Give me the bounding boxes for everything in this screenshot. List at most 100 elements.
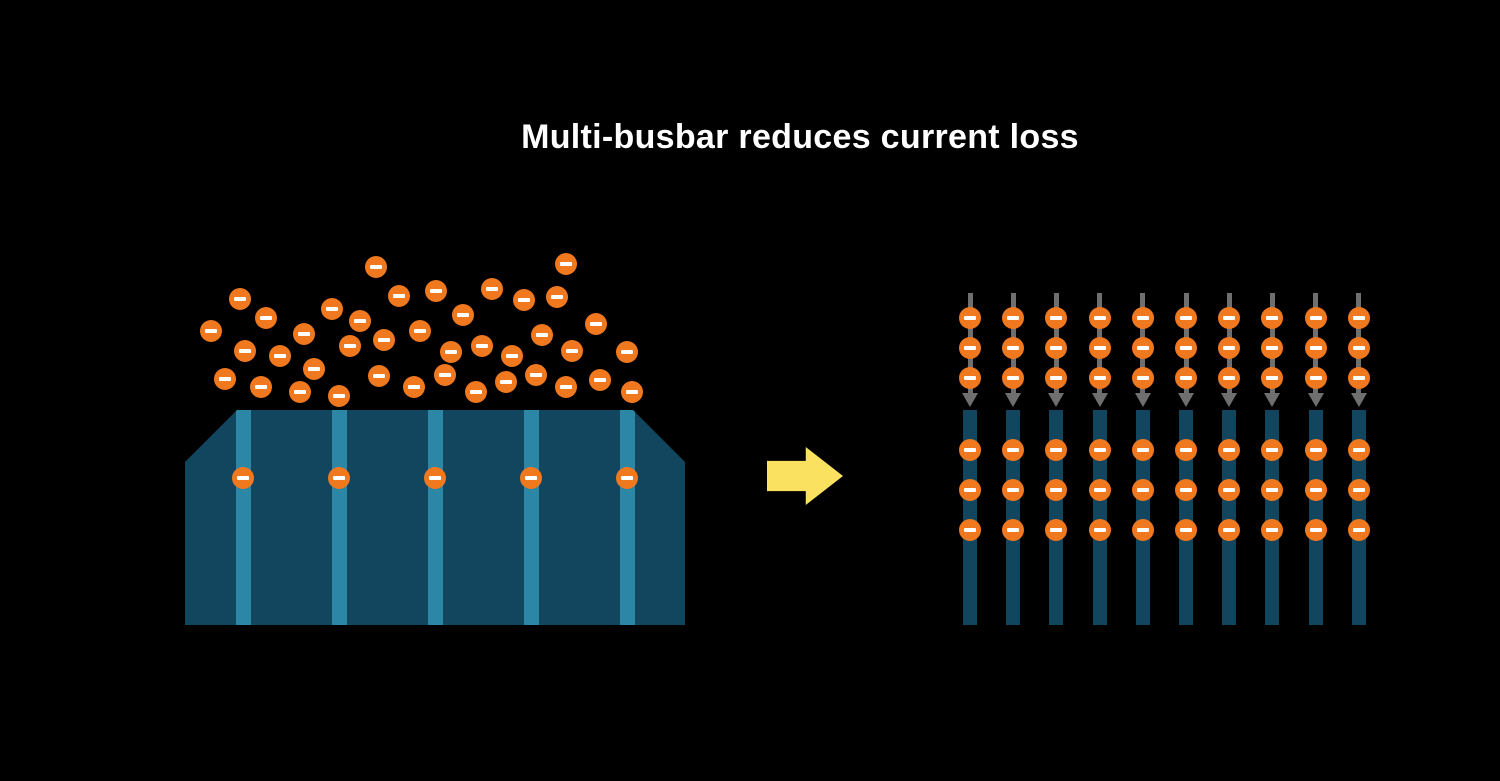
electron-icon xyxy=(368,365,390,387)
electron-icon xyxy=(303,358,325,380)
electron-icon xyxy=(1131,367,1154,389)
electron-icon xyxy=(561,340,583,362)
electron-icon xyxy=(1088,337,1111,359)
electron-icon xyxy=(403,376,425,398)
electron-icon xyxy=(1131,307,1154,329)
electron-icon xyxy=(1045,307,1068,329)
electron-icon xyxy=(1131,337,1154,359)
electron-icon xyxy=(321,298,343,320)
electron-icon xyxy=(495,371,517,393)
electron-icon xyxy=(229,288,251,310)
electron-icon xyxy=(1088,307,1111,329)
electron-icon xyxy=(1002,367,1025,389)
flow-arrow-head xyxy=(1091,393,1108,407)
electron-icon xyxy=(365,256,387,278)
electron-icon xyxy=(525,364,547,386)
electron-icon xyxy=(959,479,981,501)
electron-icon xyxy=(1045,337,1068,359)
busbar-stripe xyxy=(331,410,347,625)
electron-icon xyxy=(434,364,456,386)
electron-icon xyxy=(1304,367,1327,389)
electron-icon xyxy=(471,335,493,357)
electron-icon xyxy=(1304,519,1327,541)
electron-icon xyxy=(1347,337,1370,359)
electron-icon xyxy=(328,467,350,489)
electron-icon xyxy=(1131,479,1154,501)
electron-icon xyxy=(409,320,431,342)
electron-icon xyxy=(232,467,254,489)
multi-busbar xyxy=(1222,410,1237,625)
electron-icon xyxy=(1218,367,1241,389)
electron-icon xyxy=(1175,519,1197,541)
multi-busbar xyxy=(1049,410,1064,625)
electron-icon xyxy=(959,519,981,541)
electron-icon xyxy=(1304,307,1327,329)
electron-icon xyxy=(1347,367,1370,389)
flow-arrow-head xyxy=(1134,393,1151,407)
electron-icon xyxy=(555,376,577,398)
electron-icon xyxy=(1002,307,1025,329)
electron-icon xyxy=(1088,439,1111,461)
electron-icon xyxy=(959,367,981,389)
electron-icon xyxy=(1175,367,1197,389)
electron-icon xyxy=(621,381,643,403)
transition-arrow-icon xyxy=(767,447,843,505)
electron-icon xyxy=(481,278,503,300)
electron-icon xyxy=(1218,337,1241,359)
multi-busbar xyxy=(1265,410,1280,625)
electron-icon xyxy=(1175,479,1197,501)
electron-icon xyxy=(452,304,474,326)
electron-icon xyxy=(214,368,236,390)
flow-arrow-head xyxy=(1221,393,1238,407)
electron-icon xyxy=(349,310,371,332)
electron-icon xyxy=(1045,479,1068,501)
electron-icon xyxy=(339,335,361,357)
electron-icon xyxy=(289,381,311,403)
standard-cell xyxy=(185,410,685,625)
electron-icon xyxy=(424,467,446,489)
electron-icon xyxy=(616,467,638,489)
busbar-stripe xyxy=(235,410,251,625)
electron-icon xyxy=(465,381,487,403)
multi-busbar xyxy=(1092,410,1107,625)
electron-icon xyxy=(1304,337,1327,359)
flow-arrow-head xyxy=(1048,393,1065,407)
electron-icon xyxy=(269,345,291,367)
electron-icon xyxy=(959,337,981,359)
electron-icon xyxy=(585,313,607,335)
electron-icon xyxy=(1131,439,1154,461)
flow-arrow-head xyxy=(1350,393,1367,407)
electron-icon xyxy=(1088,519,1111,541)
electron-icon xyxy=(1218,439,1241,461)
electron-icon xyxy=(200,320,222,342)
electron-icon xyxy=(1002,479,1025,501)
electron-icon xyxy=(1261,307,1284,329)
electron-icon xyxy=(1261,479,1284,501)
electron-icon xyxy=(1304,439,1327,461)
electron-icon xyxy=(1261,337,1284,359)
electron-icon xyxy=(440,341,462,363)
electron-icon xyxy=(1175,307,1197,329)
electron-icon xyxy=(1304,479,1327,501)
electron-icon xyxy=(1347,439,1370,461)
multi-busbar xyxy=(1351,410,1366,625)
flow-arrow-head xyxy=(1264,393,1281,407)
multi-busbar xyxy=(1308,410,1323,625)
electron-icon xyxy=(293,323,315,345)
electron-icon xyxy=(1347,519,1370,541)
electron-icon xyxy=(1347,307,1370,329)
electron-icon xyxy=(1347,479,1370,501)
electron-icon xyxy=(1002,519,1025,541)
electron-icon xyxy=(1088,367,1111,389)
flow-arrow-head xyxy=(1005,393,1022,407)
electron-icon xyxy=(1261,519,1284,541)
electron-icon xyxy=(1218,307,1241,329)
flow-arrow-head xyxy=(1307,393,1324,407)
electron-icon xyxy=(1045,439,1068,461)
electron-icon xyxy=(1218,519,1241,541)
electron-icon xyxy=(250,376,272,398)
electron-icon xyxy=(513,289,535,311)
flow-arrow-head xyxy=(962,393,978,407)
electron-icon xyxy=(1175,337,1197,359)
